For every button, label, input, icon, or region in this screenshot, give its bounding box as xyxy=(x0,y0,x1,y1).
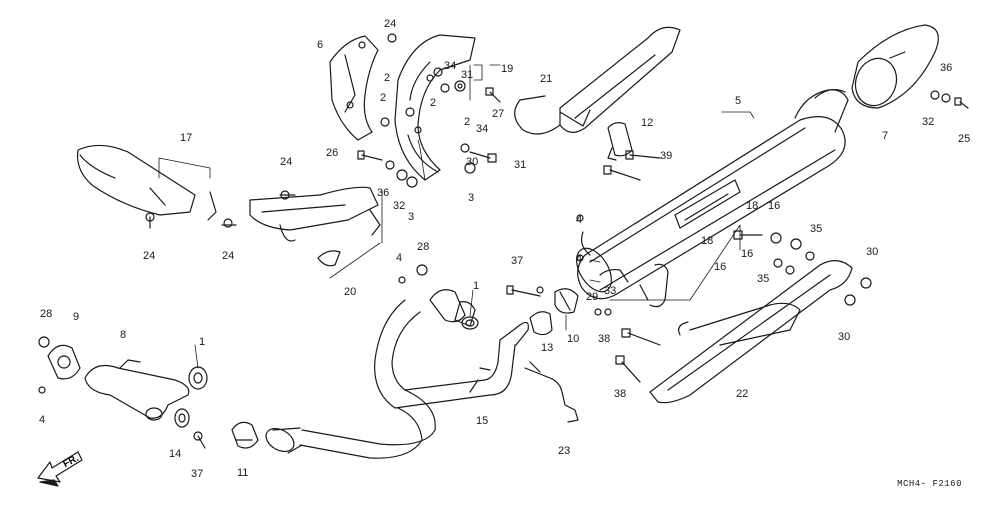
part-number-label: 16 xyxy=(714,261,727,273)
part-number-label: 13 xyxy=(541,342,554,354)
heat-shield-6 xyxy=(329,35,379,141)
part-number-label: 36 xyxy=(940,62,953,74)
part-number-label: 30 xyxy=(866,246,879,258)
fasteners xyxy=(38,33,969,449)
part-number-label: 17 xyxy=(180,132,193,144)
part-number-label: 33 xyxy=(604,285,617,297)
part-number-label: 30 xyxy=(838,331,851,343)
part-number-label: 32 xyxy=(922,116,935,128)
part-number-label: 18 xyxy=(701,235,714,247)
hanger-bracket xyxy=(639,263,669,308)
part-number-label: 12 xyxy=(641,117,654,129)
part-number-label: 24 xyxy=(222,250,235,262)
part-number-label: 3 xyxy=(408,211,415,223)
exhaust-pipe xyxy=(265,299,529,459)
part-number-label: 16 xyxy=(768,200,781,212)
diagram-code: MCH4- F2160 xyxy=(897,479,962,489)
part-number-label: 2 xyxy=(464,116,471,128)
gasket-14 xyxy=(174,408,190,428)
part-number-label: 10 xyxy=(567,333,580,345)
part-number-label: 2 xyxy=(384,72,391,84)
stay-22 xyxy=(649,260,853,404)
part-number-label: 35 xyxy=(757,273,770,285)
part-number-label: 24 xyxy=(384,18,397,30)
part-number-label: 30 xyxy=(466,156,479,168)
part-number-label: 4 xyxy=(39,414,46,426)
part-number-label: 32 xyxy=(393,200,406,212)
part-number-label: 34 xyxy=(444,60,457,72)
part-number-label: 26 xyxy=(326,147,339,159)
part-number-label: 22 xyxy=(736,388,749,400)
part-number-label: 18 xyxy=(746,200,759,212)
part-number-label: 29 xyxy=(586,291,599,303)
part-number-label: 6 xyxy=(317,39,324,51)
gasket-1-lower xyxy=(188,366,208,390)
bracket-12 xyxy=(607,122,633,161)
part-number-label: 35 xyxy=(810,223,823,235)
band-10 xyxy=(554,288,579,314)
heat-shield-19 xyxy=(394,34,476,181)
joint-13 xyxy=(529,311,553,336)
part-number-label: 11 xyxy=(237,467,249,479)
part-number-label: 14 xyxy=(169,448,182,460)
front-direction-arrow xyxy=(37,451,83,487)
part-number-label: 39 xyxy=(660,150,673,162)
part-number-label: 7 xyxy=(882,130,889,142)
part-number-label: 4 xyxy=(396,252,403,264)
clamp-11 xyxy=(231,421,259,449)
part-number-label: 1 xyxy=(473,280,480,292)
part-number-label: 24 xyxy=(280,156,293,168)
part-number-label: 25 xyxy=(958,133,971,145)
part-number-label: 21 xyxy=(540,73,553,85)
part-number-label: 24 xyxy=(143,250,156,262)
part-number-label: 3 xyxy=(468,192,475,204)
part-number-label: 31 xyxy=(514,159,527,171)
part-number-label: 28 xyxy=(417,241,430,253)
sensor-23 xyxy=(524,361,579,423)
part-number-label: 1 xyxy=(199,336,206,348)
part-number-label: 2 xyxy=(430,97,437,109)
muffler-body xyxy=(576,88,849,300)
muffler-end-cap xyxy=(851,24,939,109)
part-number-label: 38 xyxy=(598,333,611,345)
heat-shield-17 xyxy=(76,144,217,221)
part-number-label: 4 xyxy=(576,214,583,226)
part-number-label: 36 xyxy=(377,187,390,199)
part-number-label: 23 xyxy=(558,445,571,457)
part-number-label: 31 xyxy=(461,69,474,81)
pipe-8 xyxy=(84,359,190,421)
part-number-label: 37 xyxy=(511,255,524,267)
exhaust-flange-upper xyxy=(429,289,479,330)
part-number-label: 19 xyxy=(501,63,514,75)
heat-shield-20 xyxy=(249,186,381,267)
part-number-label: 15 xyxy=(476,415,489,427)
part-number-label: 28 xyxy=(40,308,53,320)
part-number-label: 38 xyxy=(614,388,627,400)
part-number-label: 9 xyxy=(73,311,80,323)
part-number-label: 8 xyxy=(120,329,127,341)
leader-lines xyxy=(158,64,755,369)
part-number-label: 16 xyxy=(741,248,754,260)
part-number-label: 2 xyxy=(380,92,387,104)
heat-shield-rear xyxy=(514,26,681,135)
part-number-label: 5 xyxy=(735,95,742,107)
part-number-label: 27 xyxy=(492,108,505,120)
part-number-label: 4 xyxy=(576,253,583,265)
part-number-label: 20 xyxy=(344,286,357,298)
flange-9 xyxy=(47,344,81,380)
part-number-label: 34 xyxy=(476,123,489,135)
part-number-label: 37 xyxy=(191,468,204,480)
